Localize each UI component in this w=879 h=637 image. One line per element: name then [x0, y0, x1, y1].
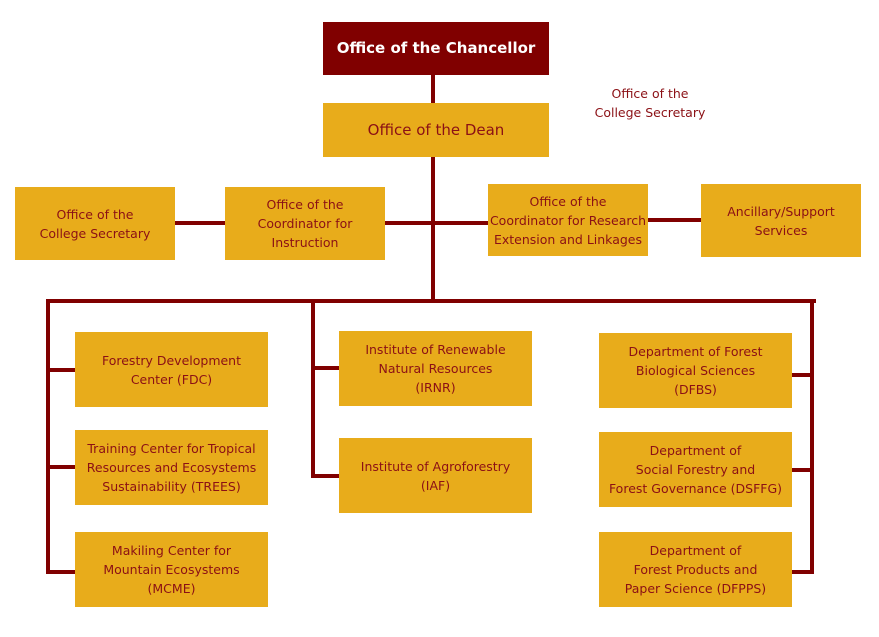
label-college-secretary-floating: Office of the College Secretary [594, 86, 706, 120]
node-iaf: Institute of Agroforestry (IAF) [339, 438, 532, 513]
node-trees: Training Center for Tropical Resources a… [75, 430, 268, 505]
connector-lines [46, 73, 816, 574]
node-college-secretary: Office of the College Secretary [15, 187, 175, 260]
node-fdc: Forestry Development Center (FDC) [75, 332, 268, 407]
node-ancillary-services: Ancillary/Support Services [701, 184, 861, 257]
node-chancellor: Office of the Chancellor [323, 22, 549, 75]
node-coordinator-instruction: Office of the Coordinator for Instructio… [225, 187, 385, 260]
node-irnr: Institute of Renewable Natural Resources… [339, 331, 532, 406]
node-dfbs: Department of Forest Biological Sciences… [599, 333, 792, 408]
node-dsffg: Department of Social Forestry and Forest… [599, 432, 792, 507]
node-mcme: Makiling Center for Mountain Ecosystems … [75, 532, 268, 607]
node-dean: Office of the Dean [323, 103, 549, 157]
node-dfpps: Department of Forest Products and Paper … [599, 532, 792, 607]
node-coordinator-research: Office of the Coordinator for Research E… [488, 184, 648, 256]
